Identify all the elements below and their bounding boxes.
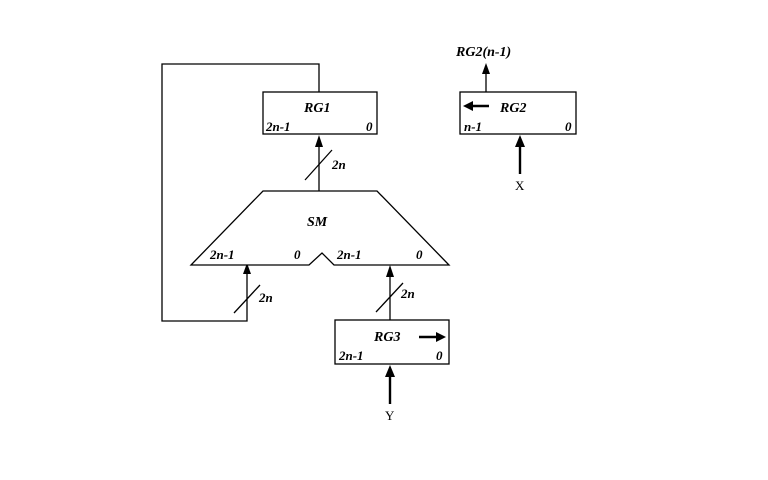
rg2-label: RG2 <box>499 101 526 116</box>
rg3-label: RG3 <box>373 330 400 345</box>
sm-right-msb-label: 2n-1 <box>336 247 362 262</box>
feedback-bus-width: 2n <box>258 290 273 305</box>
rg2-output-label: RG2(n-1) <box>455 45 511 60</box>
sm-label: SM <box>307 215 328 230</box>
sm-adder <box>189 190 451 266</box>
rg2-shift-left-arrowhead <box>463 101 473 111</box>
sm-left-lsb-label: 0 <box>294 247 301 262</box>
feedback-bus-slash <box>233 284 261 314</box>
x-input-arrowhead <box>515 135 525 147</box>
rg1-msb-label: 2n-1 <box>265 119 291 134</box>
rg3-to-sm-bus-slash <box>375 282 404 313</box>
sm-to-rg1-bus-width: 2n <box>331 157 346 172</box>
feedback-arrowhead <box>243 263 251 274</box>
rg2-lsb-label: 0 <box>565 119 572 134</box>
rg1-lsb-label: 0 <box>366 119 373 134</box>
y-input-label: Y <box>385 408 395 423</box>
x-input-label: X <box>515 178 525 193</box>
sm-left-msb-label: 2n-1 <box>209 247 235 262</box>
rg3-to-sm-bus-width: 2n <box>400 286 415 301</box>
feedback-wire <box>161 63 320 322</box>
y-input-arrowhead <box>385 365 395 377</box>
rg1-label: RG1 <box>303 101 330 116</box>
rg1-register <box>262 91 378 135</box>
rg2-msb-label: n-1 <box>464 119 482 134</box>
rg2-register <box>459 91 577 135</box>
sm-right-lsb-label: 0 <box>416 247 423 262</box>
rg3-register <box>334 319 450 365</box>
rg3-shift-right-arrowhead <box>436 332 446 342</box>
rg3-msb-label: 2n-1 <box>338 348 364 363</box>
rg2-output-arrowhead <box>482 63 490 74</box>
rg3-to-sm-arrowhead <box>386 265 394 277</box>
rg3-lsb-label: 0 <box>436 348 443 363</box>
sm-to-rg1-arrowhead <box>315 135 323 147</box>
sm-to-rg1-bus-slash <box>304 149 333 181</box>
